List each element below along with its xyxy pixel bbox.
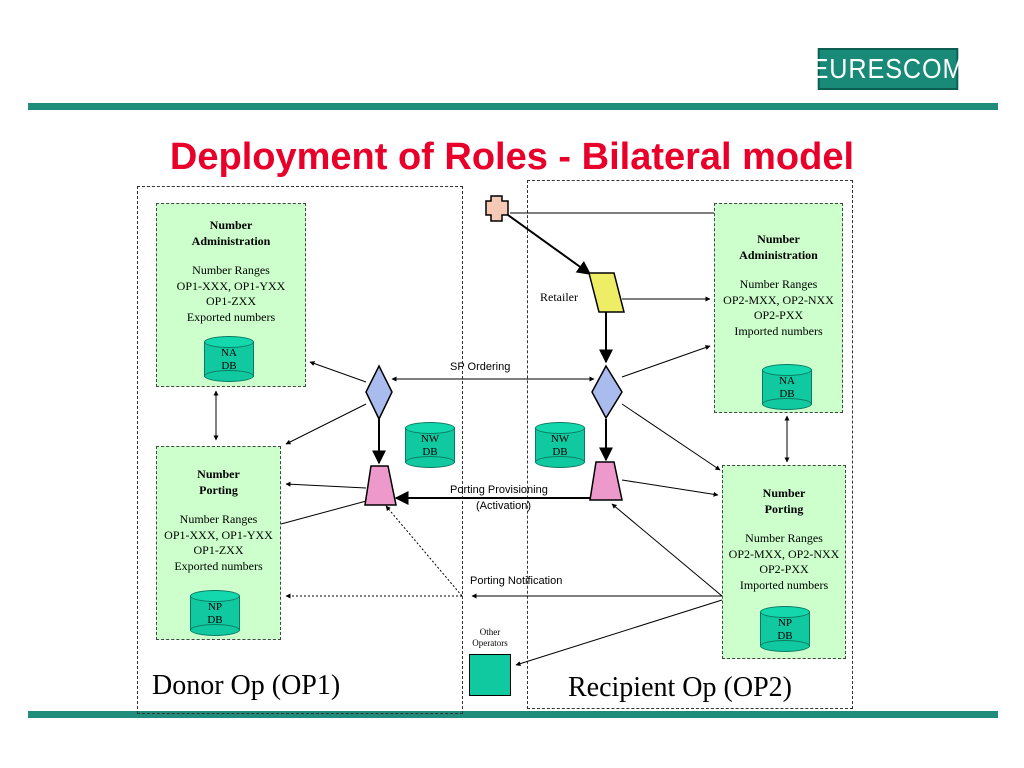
op1-na-line-4: Exported numbers [186,309,276,324]
op2-na-line-3: OP2-PXX [753,308,804,322]
top-accent-bar [28,103,998,110]
other-operators-label-2: Operators [472,638,508,648]
op1-na-line-1: Number Ranges [192,263,270,277]
right-trapezoid-to-op2-np-line [621,479,719,497]
op1-np-heading-2: Porting [199,482,238,497]
right-trapezoid [589,461,623,501]
nw-db-right-label-1: NW [550,433,570,445]
op2-na-heading-2: Administration [739,247,818,262]
op1-na-line-2: OP1-XXX, OP1-YXX [176,278,286,293]
op2-na-line-1: Number Ranges [739,277,818,291]
op2-na-db-label-2: DB [779,388,795,400]
op2-np-heading-2: Porting [764,501,804,516]
customer-to-retailer-line [507,214,592,275]
op2-np-db-label-1: NP [777,617,793,629]
donor-op-label: Donor Op (OP1) [152,670,341,701]
op2-np-line-3: OP2-PXX [759,562,809,576]
op1-na-heading-2: Administration [191,233,271,248]
op1-na-db-label-2: DB [221,360,237,372]
op1-na-db-label-1: NA [221,347,237,359]
op2-na-db-label-1: NA [779,375,795,387]
left-diamond-to-op1-np-line [285,403,367,445]
left-diamond-to-op1-na-line [309,361,367,383]
activation-label: (Activation) [476,500,532,512]
recipient-op-region [527,180,853,709]
bottom-accent-bar [28,711,998,718]
other-operators-box [469,654,511,696]
other-operators-label-1: Other [479,627,501,637]
donor-op-region [137,186,463,714]
porting-provisioning-label: Porting Provisioning [450,484,548,496]
op1-na-heading-1: Number [209,218,253,232]
recipient-op-label: Recipient Op (OP2) [568,672,792,703]
logo-text: EURESCOM [811,53,965,84]
dotted-notification-to-left-trapezoid [385,505,463,597]
nw-db-left-label-1: NW [420,433,440,445]
op1-np-line-2: OP1-XXX, OP1-YXX [164,527,273,542]
other-operators-label: Other Operators [462,627,518,649]
op2-np-to-other-operators-line [515,599,723,667]
op2-na-line-2: OP2-MXX, OP2-NXX [723,292,834,307]
retailer-label: Retailer [540,290,578,304]
porting-notification-label: Porting Notification [470,575,563,587]
left-diamond [365,364,393,421]
op2-na-line-4: Imported numbers [734,323,823,338]
nw-db-right-label-2: DB [552,446,568,458]
op1-np-db-label-1: NP [207,601,223,613]
right-diamond-to-op2-na-line [621,345,711,378]
page-title: Deployment of Roles - Bilateral model [169,136,855,178]
op1-np-heading-1: Number [197,467,240,481]
retailer-parallelogram [588,272,625,313]
op2-np-heading-1: Number [762,486,806,500]
op1-np-line-1: Number Ranges [179,512,258,526]
left-trapezoid [364,465,397,506]
op2-na-heading-1: Number [757,232,800,246]
op2-np-line-2: OP2-MXX, OP2-NXX [728,546,840,561]
eurescom-logo: EURESCOM [812,48,964,90]
op2-np-line-4: Imported numbers [739,577,829,592]
op1-na-line-3: OP1-ZXX [206,294,256,308]
op1-np-db-label-2: DB [207,614,223,626]
right-diamond [591,364,623,420]
customer-cross-shape [485,195,509,222]
op2-np-line-1: Number Ranges [745,531,823,545]
op1-np-line-4: Exported numbers [174,558,263,573]
sp-ordering-label: SP Ordering [450,361,511,373]
op1-np-line-3: OP1-ZXX [193,543,244,557]
right-diamond-to-op2-np-line [621,403,721,471]
op2-np-to-right-trapezoid-line [611,503,723,597]
left-trapezoid-to-op1-np-line [285,481,367,489]
op1-np-to-left-trapezoid-line [280,498,371,525]
op2-np-db-label-2: DB [777,630,793,642]
nw-db-left-label-2: DB [422,446,438,458]
